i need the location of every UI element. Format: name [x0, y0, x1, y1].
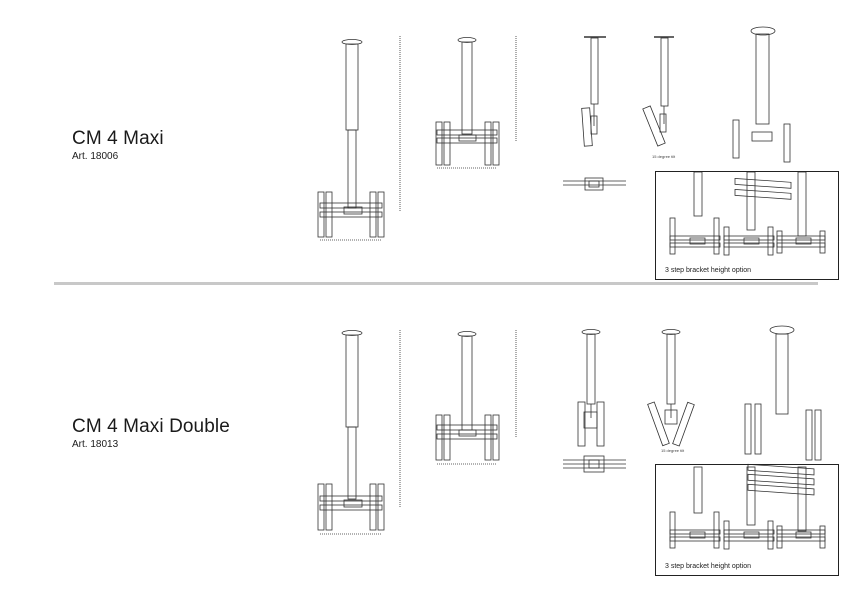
bracket-options-frame	[655, 464, 839, 576]
mount-side-view-tilted	[642, 36, 674, 147]
bracket-option-caption: 3 step bracket height option	[665, 563, 752, 570]
tilt-note: 15 degree tilt	[652, 154, 676, 159]
mount-top-view	[563, 177, 626, 191]
product-article-number: Art. 18006	[72, 151, 119, 162]
bracket-options-frame	[655, 171, 839, 280]
double-mount-side-view	[577, 329, 605, 447]
mount-front-view-short	[435, 36, 517, 169]
mount-3d-view	[732, 26, 792, 200]
mount-front-view-long	[317, 330, 401, 535]
product-title: CM 4 Maxi	[72, 128, 164, 149]
tilt-note: 15 degree tilt	[661, 448, 685, 453]
bracket-option-caption: 3 step bracket height option	[665, 267, 752, 274]
product-article-number: Art. 18013	[72, 439, 119, 450]
bracket-height-options	[669, 466, 826, 550]
section-divider	[54, 282, 818, 285]
product-title: CM 4 Maxi Double	[72, 416, 230, 437]
double-mount-side-view-tilted	[647, 329, 695, 447]
double-mount-top-view	[563, 455, 626, 473]
double-mount-3d-view	[744, 325, 822, 496]
mount-front-view-short	[435, 330, 517, 465]
bracket-height-options	[669, 171, 826, 256]
mount-side-view	[581, 36, 606, 147]
mount-front-view-long	[317, 36, 401, 241]
